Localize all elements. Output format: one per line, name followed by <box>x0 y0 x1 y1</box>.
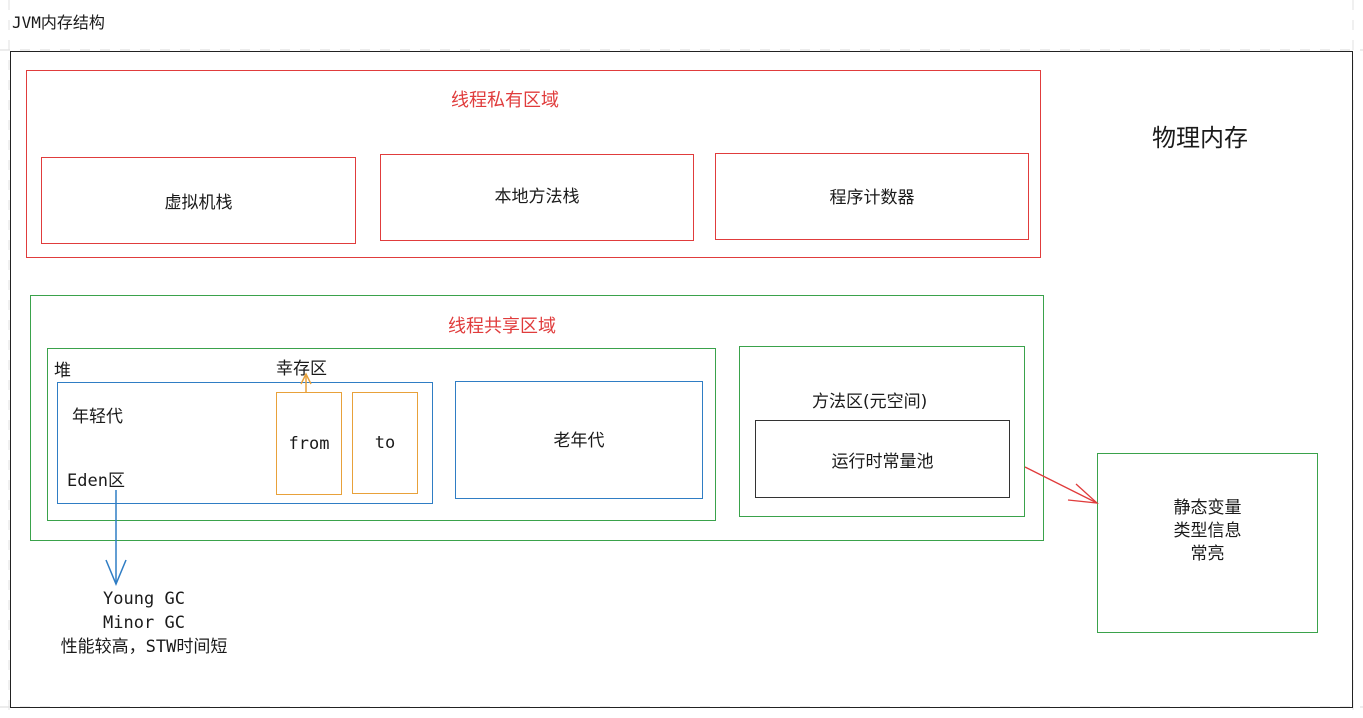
young-generation-box <box>57 382 433 504</box>
from-space-label: from <box>288 433 330 454</box>
thread-private-area <box>26 70 1041 258</box>
thread-private-title: 线程私有区域 <box>451 90 559 111</box>
method-area-box <box>739 346 1025 517</box>
vm-stack-box <box>41 157 356 244</box>
young-gc-note: Young GC Minor GC 性能较高，STW时间短 <box>34 587 254 659</box>
thread-shared-area <box>30 295 1044 541</box>
old-generation-label: 老年代 <box>553 430 605 451</box>
physical-memory-label: 物理内存 <box>1152 124 1248 152</box>
eden-label: Eden区 <box>67 471 125 491</box>
heap-box <box>47 348 716 521</box>
gc-performance-label: 性能较高，STW时间短 <box>60 637 228 657</box>
native-method-stack-label: 本地方法栈 <box>494 186 580 207</box>
physical-memory-box <box>10 51 1353 708</box>
runtime-constant-pool-box <box>755 420 1010 498</box>
from-space-box <box>276 392 342 495</box>
type-info-label: 类型信息 <box>1173 521 1242 541</box>
thread-shared-title: 线程共享区域 <box>448 316 556 337</box>
old-generation-box <box>455 381 703 499</box>
runtime-constant-pool-label: 运行时常量池 <box>831 451 934 472</box>
static-variables-label: 静态变量 <box>1173 498 1242 518</box>
to-space-label: to <box>374 433 396 453</box>
method-area-contents-arrow <box>1024 466 1099 504</box>
native-method-stack-box <box>380 154 694 241</box>
constants-label: 常亮 <box>1190 544 1225 564</box>
method-area-contents-box <box>1097 453 1318 633</box>
to-space-box <box>352 392 418 494</box>
heap-label: 堆 <box>54 361 71 381</box>
diagram-title: JVM内存结构 <box>12 13 105 32</box>
method-area-contents-text: 静态变量 类型信息 常亮 <box>1097 497 1318 566</box>
survivor-arrow <box>300 372 312 392</box>
program-counter-box <box>715 153 1029 240</box>
young-gc-label: Young GC <box>103 589 185 609</box>
vm-stack-label: 虚拟机栈 <box>164 193 233 213</box>
method-area-label: 方法区(元空间) <box>812 392 928 412</box>
minor-gc-label: Minor GC <box>103 613 185 633</box>
young-gc-arrow <box>105 490 127 586</box>
young-generation-label: 年轻代 <box>72 407 123 427</box>
survivor-label: 幸存区 <box>276 359 327 379</box>
program-counter-label: 程序计数器 <box>829 187 915 208</box>
